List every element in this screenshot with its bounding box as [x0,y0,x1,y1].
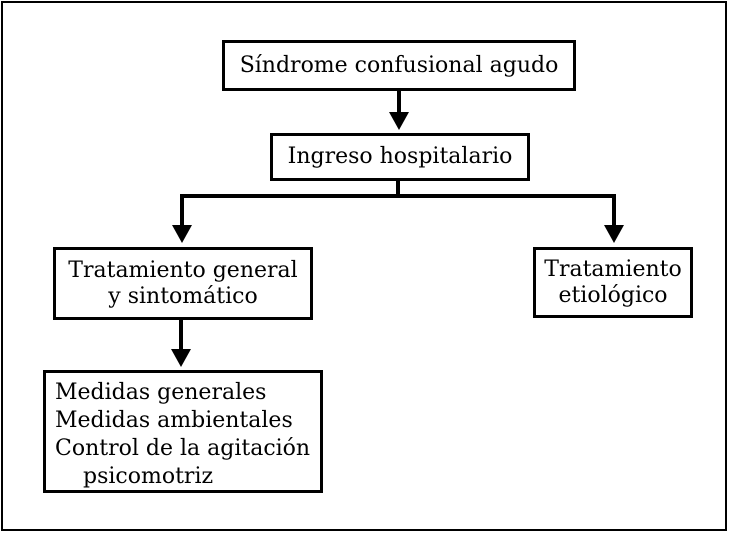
node-label-line: Tratamiento [544,256,682,282]
node-tratamiento-etiologico: Tratamiento etiológico [533,247,693,318]
node-medidas: Medidas generales Medidas ambientales Co… [43,370,323,493]
node-label-line: psicomotriz [83,464,214,489]
node-label-line: Tratamiento general [68,257,298,283]
node-label-line: Medidas generales [55,380,267,405]
node-ingreso-hospitalario: Ingreso hospitalario [270,133,530,181]
node-label-line: Medidas ambientales [55,408,293,433]
node-label: Ingreso hospitalario [287,144,513,169]
node-label-line: y sintomático [108,283,258,309]
node-sindrome-confusional-agudo: Síndrome confusional agudo [222,40,576,91]
node-label: Síndrome confusional agudo [239,52,559,78]
node-label-line: Control de la agitación [55,436,311,461]
node-tratamiento-general: Tratamiento general y sintomático [53,247,313,320]
node-label-line: etiológico [558,282,668,308]
